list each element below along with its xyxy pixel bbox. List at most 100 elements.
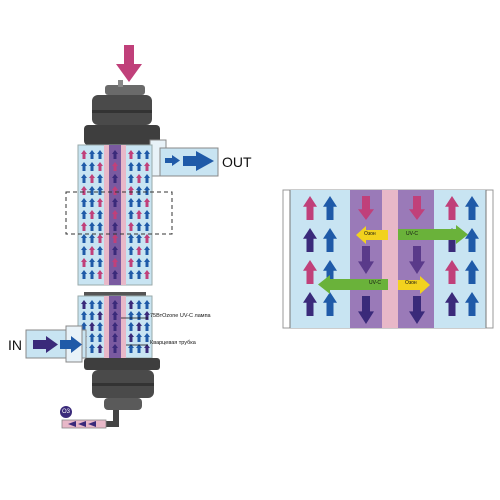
up-arrow-icon: [89, 300, 95, 309]
up-arrow-icon: [97, 270, 103, 279]
up-arrow-icon: [81, 174, 87, 183]
o3-badge: [60, 406, 72, 418]
up-arrow-icon: [97, 322, 103, 331]
up-arrow-icon: [81, 258, 87, 267]
up-arrow-icon: [112, 222, 118, 231]
bottom-cap: [84, 358, 160, 427]
down-arrow-icon: [409, 196, 425, 220]
ozone-ray-arrow-icon: [398, 276, 430, 294]
up-arrow-icon: [89, 162, 95, 171]
out-label: OUT: [222, 154, 252, 170]
up-arrow-icon: [128, 162, 134, 171]
up-arrow-icon: [128, 322, 134, 331]
up-arrow-icon: [97, 150, 103, 159]
up-arrow-icon: [128, 333, 134, 342]
up-arrow-icon: [136, 258, 142, 267]
uvc-tag: UV-C: [406, 231, 418, 237]
upper-chamber: [77, 144, 153, 286]
up-arrow-icon: [323, 292, 337, 316]
up-arrow-icon: [89, 258, 95, 267]
up-arrow-icon: [81, 246, 87, 255]
up-arrow-icon: [97, 258, 103, 267]
up-arrow-icon: [112, 258, 118, 267]
up-arrow-icon: [136, 344, 142, 353]
up-arrow-icon: [144, 150, 150, 159]
up-arrow-icon: [128, 234, 134, 243]
up-arrow-icon: [144, 210, 150, 219]
down-arrow-icon: [358, 196, 374, 220]
up-arrow-icon: [97, 186, 103, 195]
up-arrow-icon: [89, 333, 95, 342]
up-arrow-icon: [81, 162, 87, 171]
up-arrow-icon: [144, 246, 150, 255]
up-arrow-icon: [89, 234, 95, 243]
up-arrow-icon: [97, 198, 103, 207]
up-arrow-icon: [136, 150, 142, 159]
up-arrow-icon: [89, 270, 95, 279]
up-arrow-icon: [89, 322, 95, 331]
detail-frame: [65, 191, 173, 235]
up-arrow-icon: [128, 246, 134, 255]
up-arrow-icon: [445, 196, 459, 220]
up-arrow-icon: [97, 333, 103, 342]
up-arrow-icon: [303, 292, 317, 316]
up-arrow-icon: [128, 270, 134, 279]
up-arrow-icon: [97, 222, 103, 231]
up-arrow-icon: [89, 174, 95, 183]
up-arrow-icon: [128, 222, 134, 231]
up-arrow-icon: [136, 333, 142, 342]
up-arrow-icon: [303, 228, 317, 252]
detail-panel: [282, 189, 494, 329]
up-arrow-icon: [465, 260, 479, 284]
in-pipe: [25, 325, 87, 363]
up-arrow-icon: [144, 270, 150, 279]
o3-label: O3: [62, 409, 71, 415]
up-arrow-icon: [465, 292, 479, 316]
ozone-tag: Озон: [405, 280, 417, 286]
up-arrow-icon: [128, 174, 134, 183]
up-arrow-icon: [97, 246, 103, 255]
up-arrow-icon: [144, 186, 150, 195]
up-arrow-icon: [136, 322, 142, 331]
out-flow-arrow-icon: [183, 151, 214, 171]
up-arrow-icon: [303, 260, 317, 284]
up-arrow-icon: [89, 150, 95, 159]
up-arrow-icon: [112, 344, 118, 353]
uvc-ray-arrow-icon: [318, 275, 388, 294]
up-arrow-icon: [144, 162, 150, 171]
up-arrow-icon: [323, 196, 337, 220]
down-arrow-icon: [409, 246, 425, 274]
up-arrow-icon: [136, 174, 142, 183]
up-arrow-icon: [112, 210, 118, 219]
up-arrow-icon: [97, 344, 103, 353]
up-arrow-icon: [112, 198, 118, 207]
uvc-tag: UV-C: [369, 280, 381, 286]
up-arrow-icon: [136, 210, 142, 219]
up-arrow-icon: [89, 344, 95, 353]
up-arrow-icon: [89, 246, 95, 255]
up-arrow-icon: [112, 186, 118, 195]
up-arrow-icon: [81, 270, 87, 279]
up-arrow-icon: [97, 311, 103, 320]
up-arrow-icon: [81, 186, 87, 195]
lamp-label: 75ВтOzone UV-C лампа: [150, 313, 211, 319]
pink-down-arrow-icon: [116, 45, 142, 82]
up-arrow-icon: [81, 222, 87, 231]
up-arrow-icon: [89, 222, 95, 231]
up-arrow-icon: [97, 174, 103, 183]
up-arrow-icon: [136, 222, 142, 231]
uvc-ray-arrow-icon: [398, 225, 468, 244]
up-arrow-icon: [112, 322, 118, 331]
up-arrow-icon: [144, 174, 150, 183]
up-arrow-icon: [112, 234, 118, 243]
up-arrow-icon: [136, 162, 142, 171]
in-flow-arrow-icon: [33, 336, 82, 353]
up-arrow-icon: [128, 300, 134, 309]
upper-flow-arrows: [81, 150, 150, 279]
up-arrow-icon: [97, 234, 103, 243]
up-arrow-icon: [89, 311, 95, 320]
up-arrow-icon: [112, 300, 118, 309]
out-pipe: [149, 139, 219, 177]
up-arrow-icon: [144, 322, 150, 331]
up-arrow-icon: [128, 198, 134, 207]
